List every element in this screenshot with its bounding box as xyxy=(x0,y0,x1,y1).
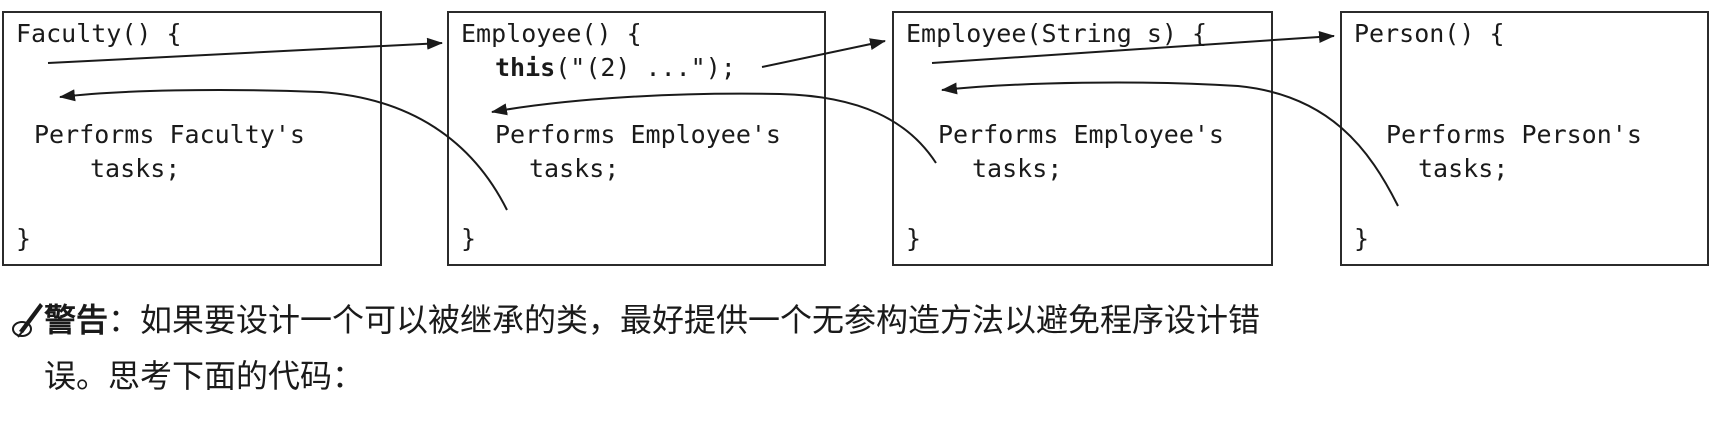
employee-noarg-closing-brace: } xyxy=(461,224,477,253)
employee-noarg-task-line-1: Performs Employee's xyxy=(495,120,781,149)
caution-label: 警告 xyxy=(44,301,109,339)
this-call-statement: this("(2) ..."); xyxy=(495,53,736,83)
caution-text-line-1: ：如果要设计一个可以被继承的类，最好提供一个无参构造方法以避免程序设计错 xyxy=(108,301,1261,339)
employee-noarg-constructor-box: Employee() { this("(2) ..."); Performs E… xyxy=(447,11,826,266)
caution-text-line-2: 误。思考下面的代码： xyxy=(44,357,365,395)
employee-string-closing-brace: } xyxy=(906,224,922,253)
faculty-closing-brace: } xyxy=(16,224,32,253)
employee-noarg-task-line-2: tasks; xyxy=(529,154,620,183)
this-call-arguments: ("(2) ..."); xyxy=(555,53,736,82)
employee-noarg-header: Employee() { xyxy=(461,19,642,48)
person-constructor-header: Person() { xyxy=(1354,19,1505,48)
faculty-task-line-2: tasks; xyxy=(90,154,181,183)
person-task-line-1: Performs Person's xyxy=(1386,120,1642,149)
pen-icon xyxy=(10,299,44,339)
employee-string-task-line-1: Performs Employee's xyxy=(938,120,1224,149)
person-constructor-box: Person() { Performs Person's tasks; } xyxy=(1340,11,1709,266)
this-keyword: this xyxy=(495,53,556,82)
employee-string-header: Employee(String s) { xyxy=(906,19,1208,48)
caution-paragraph: 警告：如果要设计一个可以被继承的类，最好提供一个无参构造方法以避免程序设计错 误… xyxy=(10,292,1700,404)
employee-string-task-line-2: tasks; xyxy=(972,154,1063,183)
faculty-constructor-box: Faculty() { Performs Faculty's tasks; } xyxy=(2,11,382,266)
person-closing-brace: } xyxy=(1354,224,1370,253)
employee-string-constructor-box: Employee(String s) { Performs Employee's… xyxy=(892,11,1273,266)
person-task-line-2: tasks; xyxy=(1418,154,1509,183)
faculty-task-line-1: Performs Faculty's xyxy=(34,120,305,149)
faculty-constructor-header: Faculty() { xyxy=(16,19,182,48)
